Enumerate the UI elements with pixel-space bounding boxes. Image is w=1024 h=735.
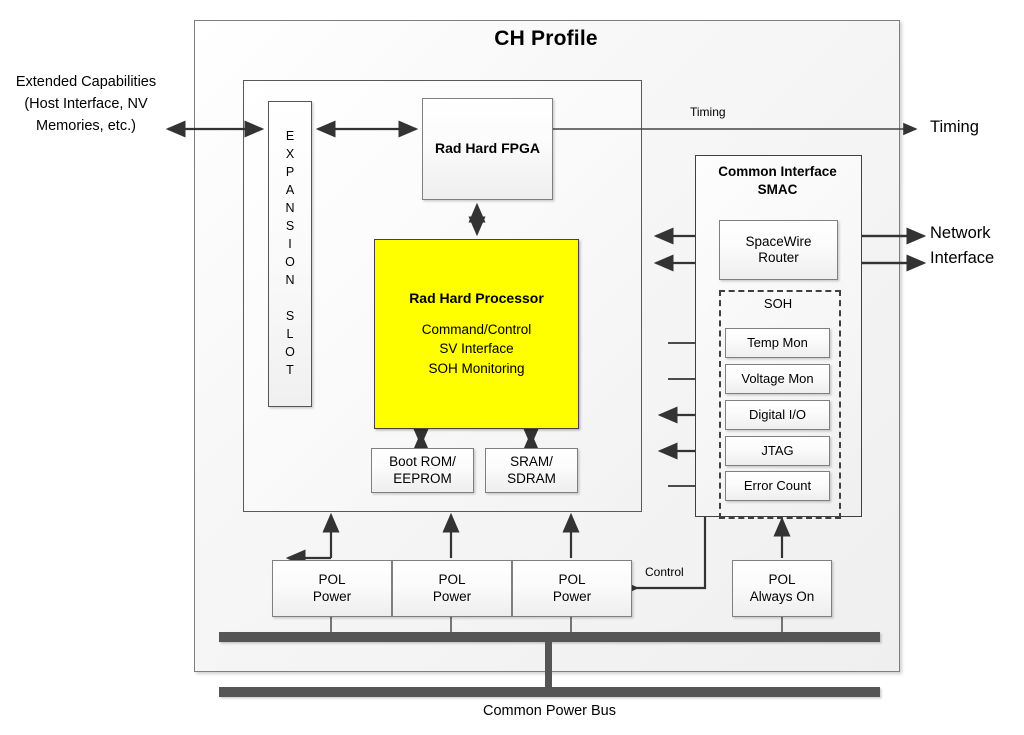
sram-line2: SDRAM — [507, 470, 556, 486]
sram-sdram-block[interactable]: SRAM/ SDRAM — [485, 448, 578, 493]
spacewire-line2: Router — [758, 250, 799, 265]
common-power-bus-label: Common Power Bus — [483, 703, 616, 719]
rad-hard-processor-block[interactable]: Rad Hard Processor Command/Control SV In… — [374, 239, 579, 429]
boot-rom-eeprom-block[interactable]: Boot ROM/ EEPROM — [371, 448, 474, 493]
soh-item-error-count[interactable]: Error Count — [725, 471, 830, 501]
processor-function-line: SV Interface — [439, 341, 514, 357]
spacewire-line1: SpaceWire — [745, 233, 812, 249]
pol-power-block-3[interactable]: POL Power — [512, 560, 632, 617]
common-power-bus-bar — [219, 687, 880, 697]
expansion-letter: N — [285, 273, 295, 287]
processor-functions: Command/Control SV Interface SOH Monitor… — [422, 320, 532, 377]
page-title: CH Profile — [494, 27, 598, 50]
expansion-letter: P — [285, 165, 295, 179]
control-label: Control — [645, 565, 684, 579]
expansion-letter: N — [285, 201, 295, 215]
soh-group — [719, 290, 841, 519]
expansion-letter: T — [286, 363, 294, 377]
pol-3-line1: POL — [558, 572, 586, 588]
expansion-slot-block[interactable]: E X P A N S I O N S L O T — [268, 101, 312, 407]
smac-title-line1: Common Interface — [718, 164, 837, 179]
boot-rom-line1: Boot ROM/ — [389, 454, 456, 470]
soh-item-digital-io[interactable]: Digital I/O — [725, 400, 830, 430]
power-bus-link — [545, 637, 552, 689]
pol-1-line2: Power — [312, 588, 352, 604]
expansion-letter: O — [285, 345, 295, 359]
soh-item-temp-mon[interactable]: Temp Mon — [725, 328, 830, 358]
rad-hard-fpga-block[interactable]: Rad Hard FPGA — [422, 98, 553, 200]
pol-always-on-block[interactable]: POL Always On — [732, 560, 832, 617]
expansion-letter: O — [285, 255, 295, 269]
pol-1-line1: POL — [318, 572, 346, 588]
spacewire-router-block[interactable]: SpaceWire Router — [719, 220, 838, 280]
sram-line1: SRAM/ — [510, 454, 553, 470]
timing-external-label: Timing — [930, 118, 979, 136]
expansion-letter: S — [285, 219, 295, 233]
pol-power-block-1[interactable]: POL Power — [272, 560, 392, 617]
soh-item-jtag[interactable]: JTAG — [725, 436, 830, 466]
pol-always-line2: Always On — [749, 588, 815, 604]
extended-capabilities-label: Extended Capabilities (Host Interface, N… — [15, 74, 157, 134]
expansion-letter: X — [285, 147, 295, 161]
boot-rom-line2: EEPROM — [393, 470, 452, 486]
expansion-letter: A — [285, 183, 295, 197]
expansion-letter: I — [288, 237, 292, 251]
soh-item-voltage-mon[interactable]: Voltage Mon — [725, 364, 830, 394]
pol-2-line2: Power — [432, 588, 472, 604]
pol-2-line1: POL — [438, 572, 466, 588]
network-label: Network — [930, 224, 991, 242]
pol-3-line2: Power — [552, 588, 592, 604]
smac-title-line2: SMAC — [757, 181, 798, 197]
soh-group-title: SOH — [763, 296, 793, 311]
expansion-letter: L — [286, 327, 294, 341]
pol-power-block-2[interactable]: POL Power — [392, 560, 512, 617]
expansion-letter: E — [285, 129, 295, 143]
pol-always-line1: POL — [768, 572, 796, 588]
processor-function-line: SOH Monitoring — [428, 360, 525, 376]
smac-panel-title: Common Interface SMAC — [695, 163, 860, 198]
expansion-letter: S — [285, 309, 295, 323]
interface-label: Interface — [930, 249, 995, 267]
timing-internal-label: Timing — [690, 105, 726, 119]
processor-title: Rad Hard Processor — [409, 290, 544, 307]
processor-function-line: Command/Control — [421, 322, 532, 338]
